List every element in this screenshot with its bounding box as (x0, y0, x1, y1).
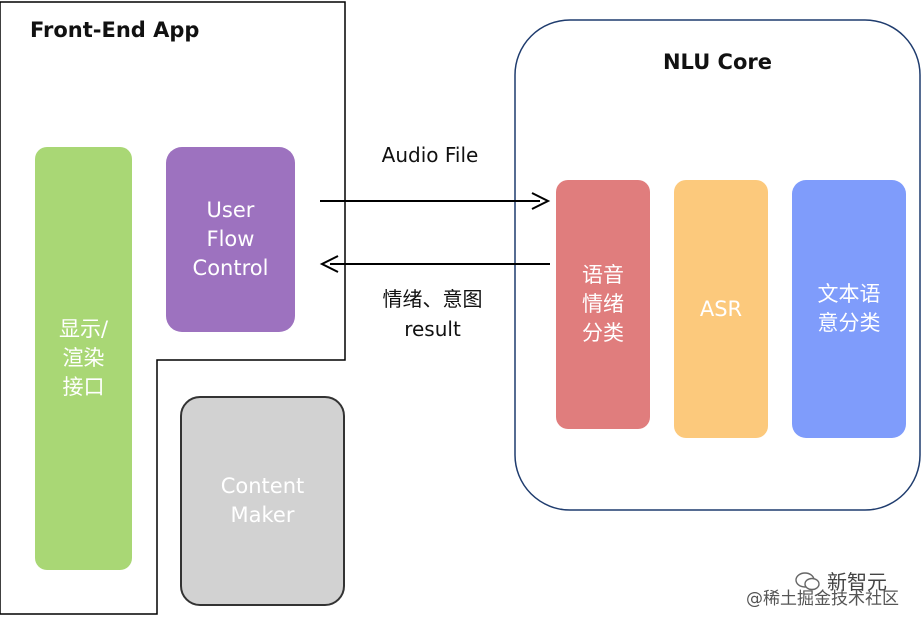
wechat-icon (795, 571, 820, 590)
asr-box: ASR (674, 180, 768, 438)
audio-file-arrow (320, 192, 551, 210)
display-render-interface-box: 显示/ 渲染 接口 (35, 147, 132, 570)
content-maker-box: Content Maker (180, 396, 345, 606)
front-end-app-title: Front-End App (30, 18, 200, 42)
user-flow-control-box: User Flow Control (166, 147, 295, 332)
watermark-brand: 新智元 (795, 566, 887, 595)
text-intent-classification-box: 文本语 意分类 (792, 180, 906, 438)
front-end-app-container (0, 1, 346, 615)
watermark-site: @稀土掘金技术社区 (746, 589, 899, 609)
watermark-brand-text: 新智元 (827, 570, 887, 594)
result-label: 情绪、意图 result (382, 287, 483, 341)
audio-file-label: Audio File (381, 143, 479, 167)
nlu-core-title: NLU Core (662, 50, 772, 74)
speech-emotion-classification-box: 语音 情绪 分类 (556, 180, 650, 429)
result-arrow (319, 255, 550, 273)
